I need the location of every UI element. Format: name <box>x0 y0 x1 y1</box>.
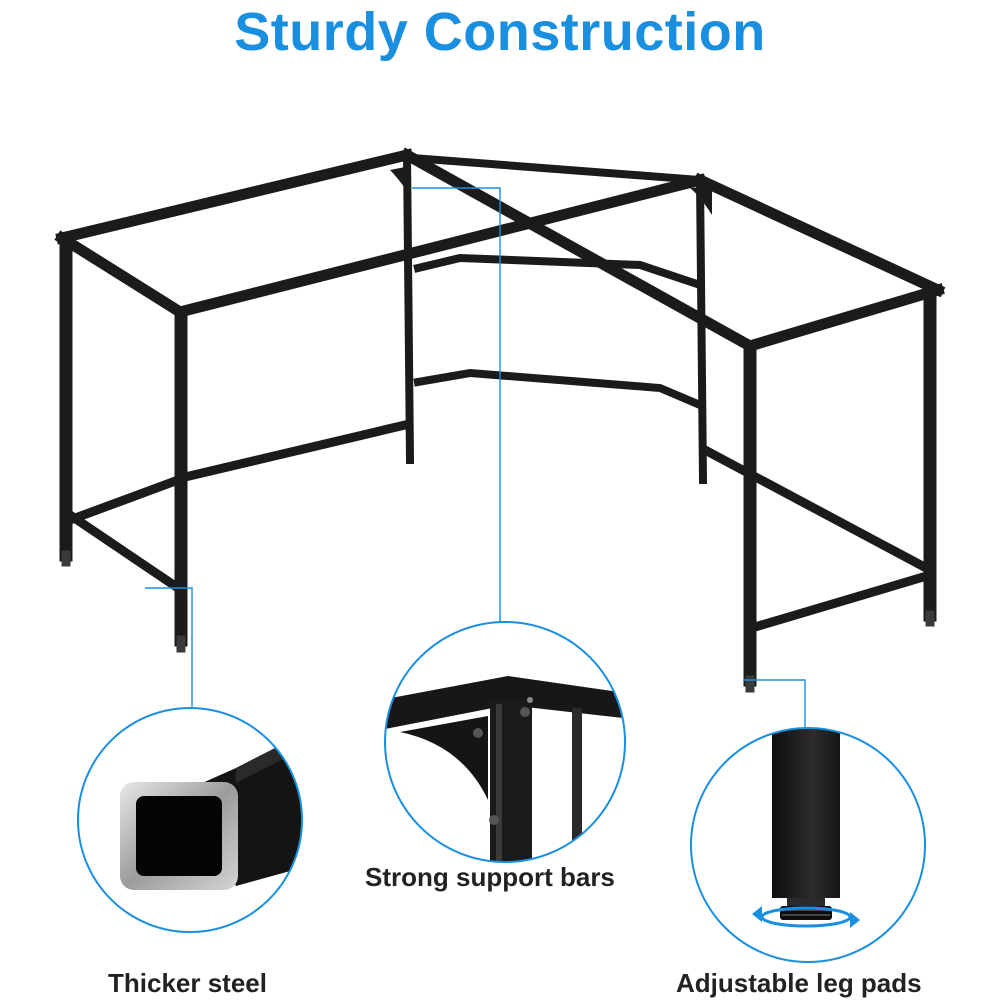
page-title: Sturdy Construction <box>234 2 766 62</box>
corner-bracket-icon <box>384 621 626 863</box>
caption-strong-support-bars: Strong support bars <box>365 862 615 892</box>
caption-thicker-steel: Thicker steel <box>108 968 267 998</box>
desk-frame <box>54 147 946 693</box>
caption-adjustable-leg-pads: Adjustable leg pads <box>676 968 922 998</box>
square-tube-icon <box>77 707 303 933</box>
corner-gussets <box>390 166 712 215</box>
leg-pad-icon <box>690 727 926 963</box>
callout-lines <box>145 187 806 728</box>
